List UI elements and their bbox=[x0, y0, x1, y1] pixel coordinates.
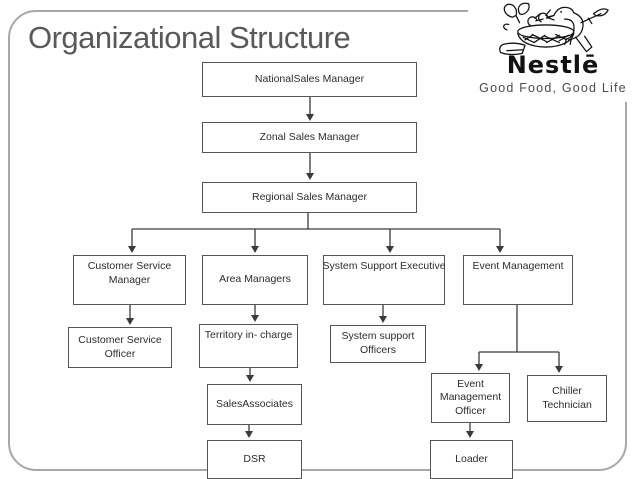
arrowheads bbox=[126, 114, 563, 438]
node-system-support-executive: System Support Executive bbox=[322, 255, 446, 305]
nestle-tagline: Good Food, Good Life bbox=[479, 81, 627, 95]
node-customer-service-manager: Customer Service Manager bbox=[73, 255, 186, 305]
node-event-management-officer: Event Management Officer bbox=[431, 373, 510, 423]
node-customer-service-officer: Customer Service Officer bbox=[68, 327, 172, 368]
node-territory-in-charge: Territory in- charge bbox=[199, 324, 298, 368]
nestle-wordmark: Nestlē bbox=[506, 51, 600, 79]
node-dsr: DSR bbox=[207, 440, 302, 479]
node-loader: Loader bbox=[430, 440, 513, 479]
node-national-sales-manager: NationalSales Manager bbox=[202, 62, 417, 97]
node-zonal-sales-manager: Zonal Sales Manager bbox=[202, 122, 417, 153]
node-chiller-technician: Chiller Technician bbox=[527, 375, 607, 422]
nestle-logo: Nestlē Good Food, Good Life bbox=[468, 0, 638, 102]
node-system-support-officers: System support Officers bbox=[330, 325, 426, 363]
bird-nest-icon bbox=[499, 2, 609, 56]
node-area-managers: Area Managers bbox=[202, 255, 308, 305]
node-regional-sales-manager: Regional Sales Manager bbox=[202, 182, 417, 213]
node-event-management: Event Management bbox=[463, 255, 573, 305]
page-title: Organizational Structure bbox=[28, 20, 351, 55]
slide-border bbox=[8, 10, 627, 471]
node-sales-associates: SalesAssociates bbox=[207, 384, 302, 425]
